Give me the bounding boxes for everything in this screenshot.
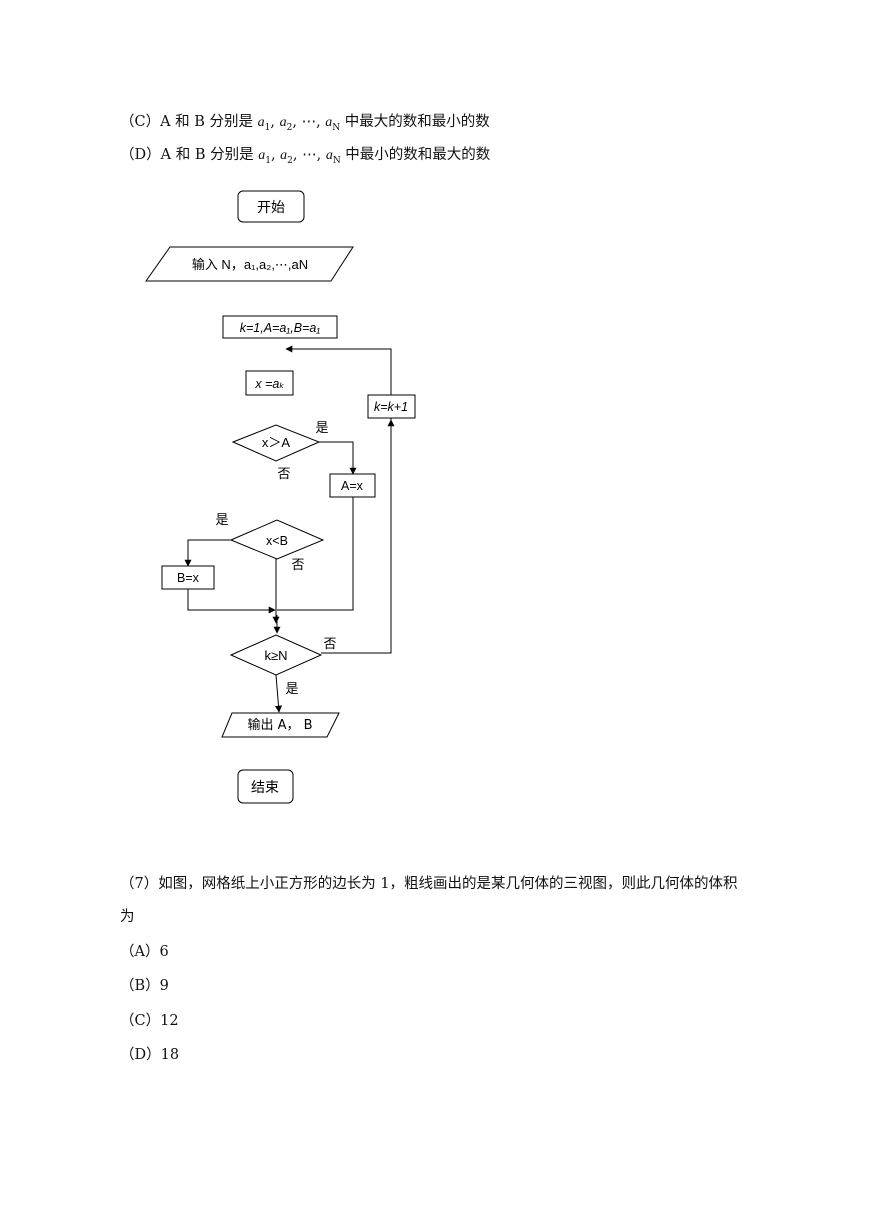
yes-label-end: 是	[285, 682, 298, 697]
arrow-end-yes	[275, 674, 282, 713]
arrow-gt-yes	[319, 441, 357, 475]
cond-gt-label: x＞A	[262, 435, 291, 450]
end-label: 结束	[251, 780, 279, 796]
output-label: 输出 A， B	[247, 717, 312, 733]
option-d-suffix: 中最小的数和最大的数	[340, 147, 491, 163]
arrow-lt-yes	[184, 539, 231, 567]
yes-label-gt: 是	[315, 421, 328, 436]
option-c-suffix: 中最大的数和最小的数	[340, 114, 490, 130]
loop-back	[285, 345, 392, 395]
option-c-prefix: （C）A 和 B 分别是	[120, 114, 258, 130]
q7-stem-line1: （7）如图，网格纸上小正方形的边长为 1，粗线画出的是某几何体的三视图，则此几何…	[120, 876, 738, 892]
assign-x-label: x =aₖ	[254, 377, 284, 391]
decision-end	[229, 634, 323, 676]
assign-a-label: A=x	[341, 479, 364, 493]
no-label-lt: 否	[291, 558, 304, 573]
q7-stem-line2: 为	[120, 909, 135, 925]
decision-lt	[229, 519, 325, 560]
q7-option-b: （B）9	[120, 978, 169, 994]
increment-label: k=k+1	[374, 400, 408, 414]
cond-lt-label: x<B	[266, 534, 288, 548]
no-label-gt: 否	[277, 467, 290, 482]
q7-option-d: （D）18	[120, 1047, 180, 1063]
init-label: k=1,A=a₁,B=a₁	[240, 321, 321, 335]
assign-b-label: B=x	[177, 571, 200, 585]
loop-no	[321, 418, 392, 654]
line-b-down	[187, 589, 276, 614]
init-box	[222, 315, 338, 339]
line-a-down	[277, 497, 354, 611]
option-d-prefix: （D）A 和 B 分别是	[120, 147, 259, 163]
option-c-prev: （C）A 和 B 分别是 a1, a2, ⋯, aN 中最大的数和最小的数	[120, 114, 490, 133]
output-parallelogram	[221, 712, 340, 738]
input-label: 输入 N，a₁,a₂,⋯,aN	[192, 257, 308, 272]
assign-x-box	[245, 370, 294, 396]
q7-option-a: （A）6	[120, 944, 169, 960]
option-d-prev: （D）A 和 B 分别是 a1, a2, ⋯, aN 中最小的数和最大的数	[120, 147, 491, 166]
end-terminal	[237, 769, 294, 804]
cond-end-label: k≥N	[264, 648, 287, 663]
q7-option-c: （C）12	[120, 1013, 179, 1029]
input-parallelogram	[145, 246, 354, 282]
start-label: 开始	[257, 200, 285, 216]
no-label-end: 否	[323, 637, 336, 652]
yes-label-lt: 是	[215, 513, 228, 528]
start-terminal	[237, 190, 305, 223]
